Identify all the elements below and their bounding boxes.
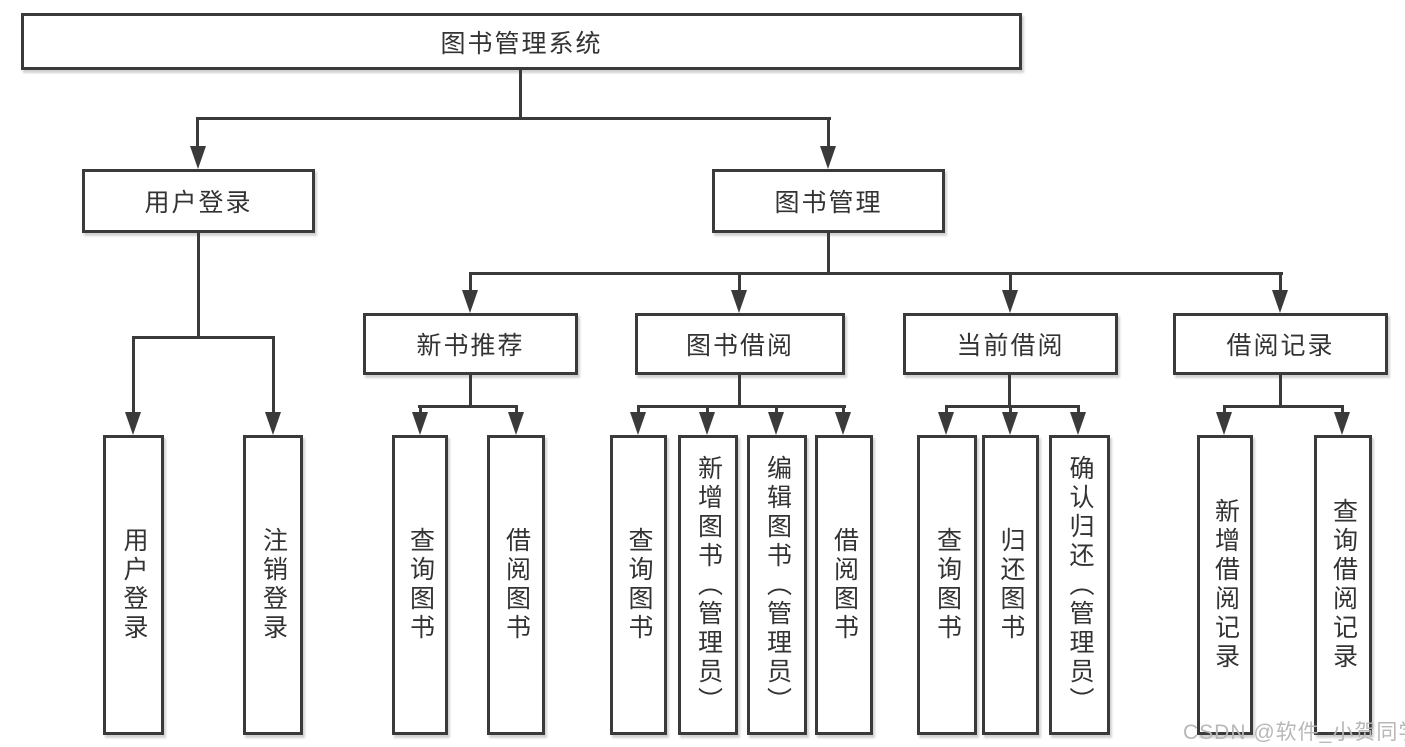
node-label: 确认归还（管理员） (1066, 454, 1094, 716)
connector-line (1223, 405, 1344, 408)
connector-line (132, 336, 135, 416)
connector-line (1009, 405, 1012, 415)
connector-line (419, 405, 422, 415)
leaf-borrowing-query-books: 查询图书 (610, 435, 667, 735)
arrow-down-icon (835, 412, 851, 435)
connector-line (1279, 272, 1282, 292)
connector-line (706, 405, 709, 415)
arrow-down-icon (1272, 290, 1288, 313)
node-library-system: 图书管理系统 (21, 13, 1022, 70)
arrow-down-icon (125, 412, 141, 435)
node-label: 新增图书（管理员） (694, 454, 723, 716)
leaf-borrowing-edit-books-admin: 编辑图书（管理员） (747, 435, 807, 735)
leaf-borrowing-add-books-admin: 新增图书（管理员） (678, 435, 738, 735)
leaf-records-query-record: 查询借阅记录 (1314, 435, 1372, 735)
leaf-current-confirm-return-admin: 确认归还（管理员） (1049, 435, 1110, 735)
node-label: 查询图书 (406, 527, 435, 643)
leaf-current-return-books: 归还图书 (982, 435, 1039, 735)
arrow-down-icon (412, 412, 428, 435)
node-label: 新增借阅记录 (1211, 498, 1240, 672)
arrow-down-icon (265, 412, 281, 435)
connector-line (418, 405, 518, 408)
leaf-records-add-record: 新增借阅记录 (1197, 435, 1253, 735)
leaf-borrowing-borrow-books: 借阅图书 (815, 435, 873, 735)
connector-line (1009, 272, 1012, 292)
connector-line (469, 375, 472, 407)
node-label: 注销登录 (259, 527, 288, 643)
connector-line (272, 336, 275, 416)
connector-line (827, 233, 830, 275)
node-label: 查询图书 (933, 527, 962, 643)
arrow-down-icon (1070, 412, 1086, 435)
arrow-down-icon (1002, 290, 1018, 313)
connector-line (519, 70, 522, 119)
arrow-down-icon (699, 412, 715, 435)
node-label: 图书管理系统 (440, 29, 603, 58)
node-label: 借阅记录 (1226, 332, 1335, 360)
node-borrowing-records: 借阅记录 (1173, 313, 1388, 375)
node-label: 借阅图书 (502, 527, 531, 643)
node-label: 归还图书 (997, 527, 1025, 643)
arrow-down-icon (820, 146, 836, 169)
arrow-down-icon (630, 412, 646, 435)
leaf-current-query-books: 查询图书 (917, 435, 977, 735)
connector-line (775, 405, 778, 415)
connector-line (827, 117, 830, 148)
node-book-management: 图书管理 (712, 169, 945, 233)
connector-line (738, 375, 741, 407)
node-current-borrowing: 当前借阅 (903, 313, 1118, 375)
connector-line (1008, 375, 1011, 407)
node-label: 当前借阅 (956, 332, 1065, 360)
connector-line (132, 336, 275, 339)
connector-line (469, 272, 1283, 275)
connector-line (515, 405, 518, 415)
node-label: 用户登录 (144, 189, 253, 217)
node-user-login: 用户登录 (82, 169, 315, 233)
node-new-book-recommendation: 新书推荐 (363, 313, 578, 375)
connector-line (197, 117, 831, 120)
arrow-down-icon (1216, 412, 1232, 435)
connector-line (842, 405, 845, 415)
arrow-down-icon (508, 412, 524, 435)
connector-line (1279, 375, 1282, 407)
node-label: 查询借阅记录 (1329, 498, 1358, 672)
connector-line (945, 405, 948, 415)
connector-line (637, 405, 640, 415)
node-label: 图书借阅 (685, 332, 794, 360)
node-label: 查询图书 (625, 527, 653, 643)
node-label: 编辑图书（管理员） (763, 454, 792, 716)
arrow-down-icon (938, 412, 954, 435)
connector-line (1077, 405, 1080, 415)
arrow-down-icon (768, 412, 784, 435)
connector-line (1223, 405, 1226, 415)
connector-line (637, 405, 846, 408)
node-label: 借阅图书 (830, 527, 859, 643)
leaf-user-login: 用户登录 (103, 435, 164, 735)
leaf-newbook-borrow-books: 借阅图书 (487, 435, 545, 735)
connector-line (945, 405, 1080, 408)
watermark: CSDN @软件_小贺同学 (1183, 721, 1405, 744)
arrow-down-icon (462, 290, 478, 313)
connector-line (196, 117, 199, 148)
node-label: 图书管理 (774, 189, 883, 217)
node-label: 新书推荐 (416, 332, 525, 360)
leaf-logout: 注销登录 (243, 435, 303, 735)
arrow-down-icon (1334, 412, 1350, 435)
leaf-newbook-query-books: 查询图书 (392, 435, 448, 735)
arrow-down-icon (190, 146, 206, 169)
connector-line (738, 272, 741, 292)
connector-line (197, 233, 200, 338)
arrow-down-icon (731, 290, 747, 313)
node-label: 用户登录 (120, 527, 148, 643)
node-book-borrowing: 图书借阅 (635, 313, 845, 375)
connector-line (1341, 405, 1344, 415)
connector-line (469, 272, 472, 292)
arrow-down-icon (1002, 412, 1018, 435)
